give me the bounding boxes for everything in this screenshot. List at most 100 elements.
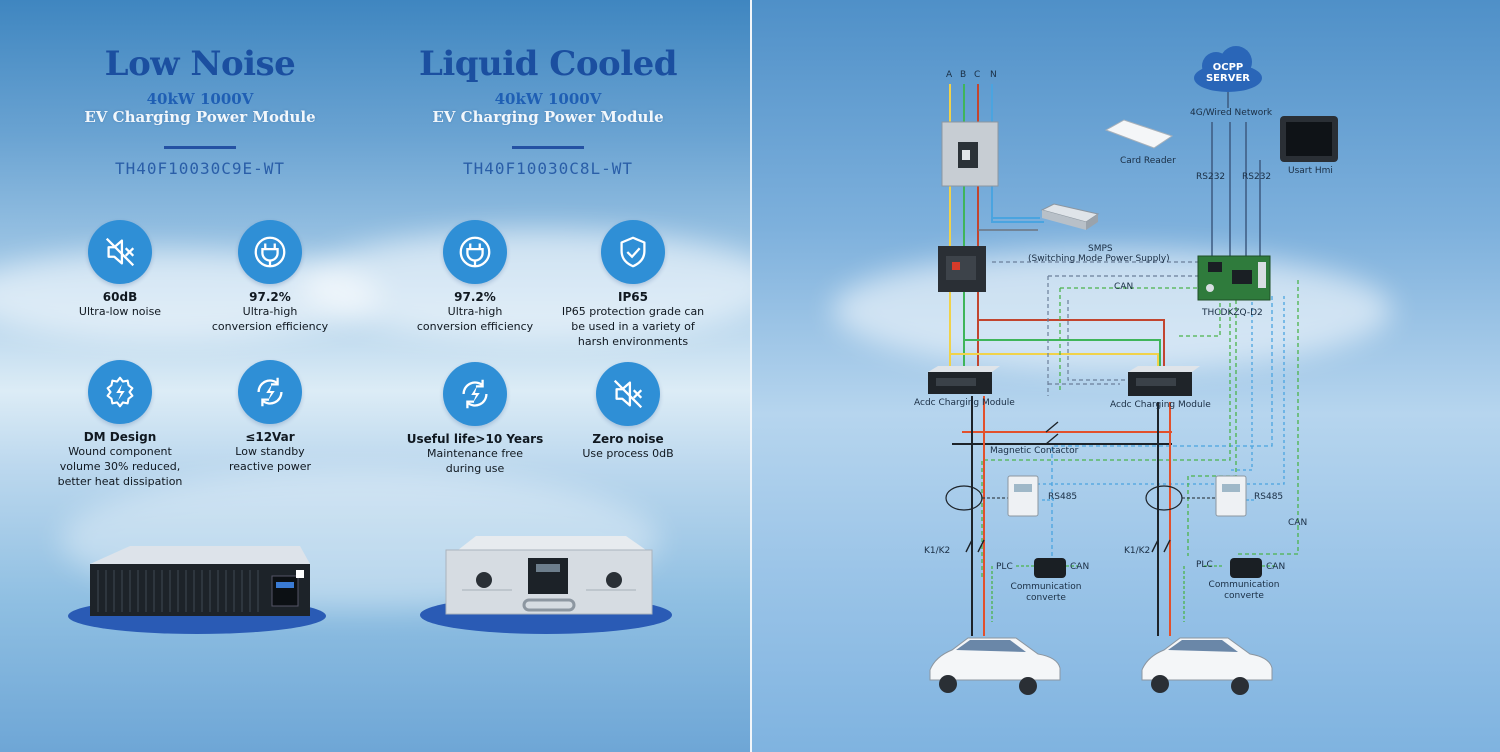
product-spec: 40kW 1000V [494, 90, 602, 108]
feature-title: IP65 [618, 290, 648, 304]
feature-desc: IP65 protection grade can [561, 305, 705, 318]
title-divider [164, 146, 236, 149]
phase-label-c: C [974, 70, 981, 80]
feature-desc: Low standby [235, 445, 305, 458]
label-line: Communication [1208, 580, 1280, 590]
card-reader-icon [1104, 119, 1174, 149]
mute-speaker-icon [88, 220, 152, 284]
wiring-diagram-panel: A B C N OCPP SERVER 4G/Wired Network Car… [752, 0, 1500, 752]
label-line: converte [1026, 593, 1066, 603]
product-model: TH40F10030C9E-WT [114, 159, 286, 178]
ocpp-server-label: OCPP SERVER [1198, 62, 1258, 84]
hmi-screen-icon [1280, 116, 1338, 162]
rs485-label: RS485 [1048, 492, 1078, 502]
energy-meter-icon [1007, 475, 1039, 517]
feature-desc: during use [445, 462, 505, 475]
feature-desc: conversion efficiency [211, 320, 329, 333]
air-cooled-module-image [90, 546, 310, 616]
circuit-breaker-icon [941, 121, 999, 187]
title-divider [512, 146, 584, 149]
shield-check-icon [601, 220, 665, 284]
k1-k2-label: K1/K2 [1124, 546, 1151, 556]
product-header-low-noise: Low Noise 40kW 1000V EV Charging Power M… [40, 44, 360, 178]
product-header-liquid-cooled: Liquid Cooled 40kW 1000V EV Charging Pow… [388, 44, 708, 178]
k1-k2-label: K1/K2 [924, 546, 951, 556]
feature-useful-life: Useful life>10 Years Maintenance free du… [405, 362, 545, 476]
feature-title: 97.2% [249, 290, 291, 304]
mute-speaker-icon [596, 362, 660, 426]
gear-lightning-icon [88, 360, 152, 424]
liquid-cooled-module-image [445, 536, 653, 615]
product-title: Liquid Cooled [418, 44, 678, 84]
feature-desc: Ultra-high [242, 305, 298, 318]
wiring-diagram [928, 46, 1338, 695]
rs485-label: RS485 [1254, 492, 1284, 502]
communication-converter-label: Communication converte [1204, 580, 1284, 602]
rs232-label: RS232 [1196, 172, 1226, 182]
usart-hmi-label: Usart Hmi [1288, 166, 1333, 176]
rs232-label: RS232 [1242, 172, 1272, 182]
product-title: Low Noise [104, 44, 296, 84]
card-reader-label: Card Reader [1120, 156, 1176, 166]
communication-converter-label: Communication converte [1006, 582, 1086, 604]
feature-title: 60dB [102, 290, 138, 304]
acdc-module-icon [1128, 366, 1200, 396]
feature-title: Zero noise [592, 432, 664, 446]
label-line: converte [1224, 591, 1264, 601]
panel-divider [750, 0, 752, 752]
magnetic-contactor-label: Magnetic Contactor [990, 446, 1079, 456]
plc-label: PLC [996, 562, 1013, 572]
feature-title: 97.2% [454, 290, 496, 304]
feature-dm-design: DM Design Wound component volume 30% red… [50, 360, 190, 489]
feature-desc: harsh environments [577, 335, 689, 348]
plc-label: PLC [1196, 560, 1213, 570]
communication-converter-icon [1034, 558, 1066, 578]
plug-icon [238, 220, 302, 284]
acdc-module-label: Acdc Charging Module [1110, 400, 1211, 410]
acdc-module-icon [928, 366, 1000, 394]
can-label: CAN [1114, 282, 1134, 292]
phase-label-n: N [990, 70, 997, 80]
ocpp-label-line: OCPP [1212, 62, 1244, 73]
controller-board-icon [1197, 255, 1271, 301]
feature-desc: Ultra-high [447, 305, 503, 318]
feature-desc: Ultra-low noise [78, 305, 162, 318]
refresh-lightning-icon [238, 360, 302, 424]
cloud-decoration [300, 230, 750, 340]
car-icon [1141, 637, 1273, 695]
feature-title: ≤12Var [245, 430, 295, 444]
feature-desc: Wound component [68, 445, 172, 458]
feature-reactive-power: ≤12Var Low standby reactive power [200, 360, 340, 474]
can-label: CAN [1266, 562, 1286, 572]
can-label: CAN [1070, 562, 1090, 572]
feature-desc: reactive power [229, 460, 311, 473]
plug-icon [443, 220, 507, 284]
feature-desc: be used in a variety of [571, 320, 695, 333]
smps-full-label: (Switching Mode Power Supply) [1028, 254, 1170, 264]
smps-icon [1040, 203, 1100, 230]
feature-zero-noise: Zero noise Use process 0dB [558, 362, 698, 461]
product-spec: 40kW 1000V [146, 90, 254, 108]
feature-efficiency: 97.2% Ultra-high conversion efficiency [200, 220, 340, 334]
product-model: TH40F10030C8L-WT [462, 159, 634, 178]
label-line: Communication [1010, 582, 1082, 592]
phase-label-a: A [946, 70, 953, 80]
acdc-module-label: Acdc Charging Module [914, 398, 1015, 408]
cloud-server-icon [1194, 46, 1262, 92]
feature-desc: conversion efficiency [416, 320, 534, 333]
refresh-lightning-icon [443, 362, 507, 426]
ocpp-label-line: SERVER [1205, 73, 1250, 84]
controller-label: THCDKZQ-D2 [1202, 308, 1263, 318]
car-icon [929, 637, 1061, 695]
energy-meter-icon [1215, 475, 1247, 517]
communication-converter-icon [1230, 558, 1262, 578]
feature-desc: volume 30% reduced, [59, 460, 181, 473]
feature-efficiency: 97.2% Ultra-high conversion efficiency [405, 220, 545, 334]
feature-title: DM Design [83, 430, 157, 444]
smps-label: SMPS [1088, 244, 1113, 254]
cloud-decoration [832, 250, 1392, 370]
feature-desc: Maintenance free [426, 447, 524, 460]
feature-title: Useful life>10 Years [406, 432, 544, 446]
product-subtitle: EV Charging Power Module [432, 108, 664, 126]
can-label: CAN [1288, 518, 1308, 528]
